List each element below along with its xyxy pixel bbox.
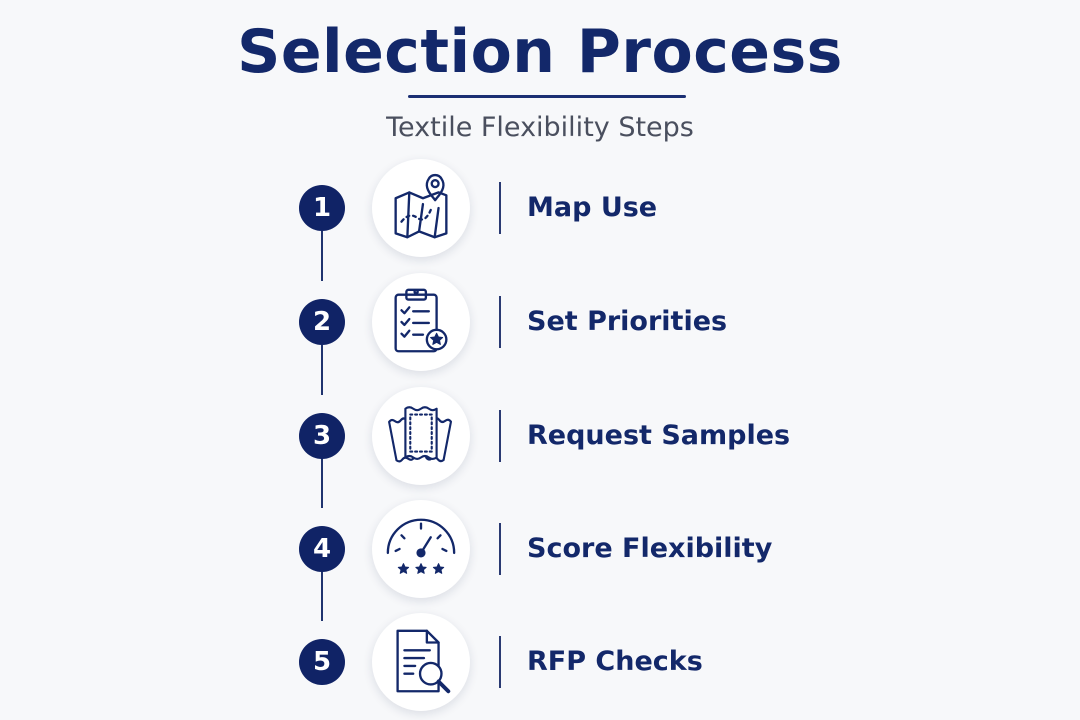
step-number-badge: 5 [299, 639, 345, 685]
step-5: 5 RFP Checks [0, 612, 1080, 712]
step-connector [321, 458, 323, 508]
step-divider [499, 636, 501, 688]
step-divider [499, 182, 501, 234]
step-number-badge: 1 [299, 185, 345, 231]
step-connector [321, 571, 323, 621]
step-2: 2 Set Priorities [0, 272, 1080, 372]
fabric-swatches-icon [372, 387, 470, 485]
step-number-badge: 4 [299, 526, 345, 572]
step-label: Score Flexibility [527, 533, 773, 564]
step-label: Map Use [527, 192, 658, 223]
step-label: Request Samples [527, 420, 791, 451]
step-divider [499, 296, 501, 348]
page-title: Selection Process [237, 17, 843, 87]
step-number-badge: 3 [299, 413, 345, 459]
step-divider [499, 523, 501, 575]
step-1: 1 Map Use [0, 158, 1080, 258]
step-divider [499, 410, 501, 462]
clipboard-star-icon [372, 273, 470, 371]
step-label: RFP Checks [527, 646, 703, 677]
step-number-badge: 2 [299, 299, 345, 345]
gauge-stars-icon [372, 500, 470, 598]
step-4: 4 Score Flexibility [0, 499, 1080, 599]
step-3: 3 Request Samples [0, 386, 1080, 486]
title-underline [408, 95, 686, 98]
map-pin-icon [372, 159, 470, 257]
step-label: Set Priorities [527, 306, 728, 337]
document-search-icon [372, 613, 470, 711]
step-connector [321, 345, 323, 395]
step-connector [321, 231, 323, 281]
page-subtitle: Textile Flexibility Steps [386, 112, 694, 143]
